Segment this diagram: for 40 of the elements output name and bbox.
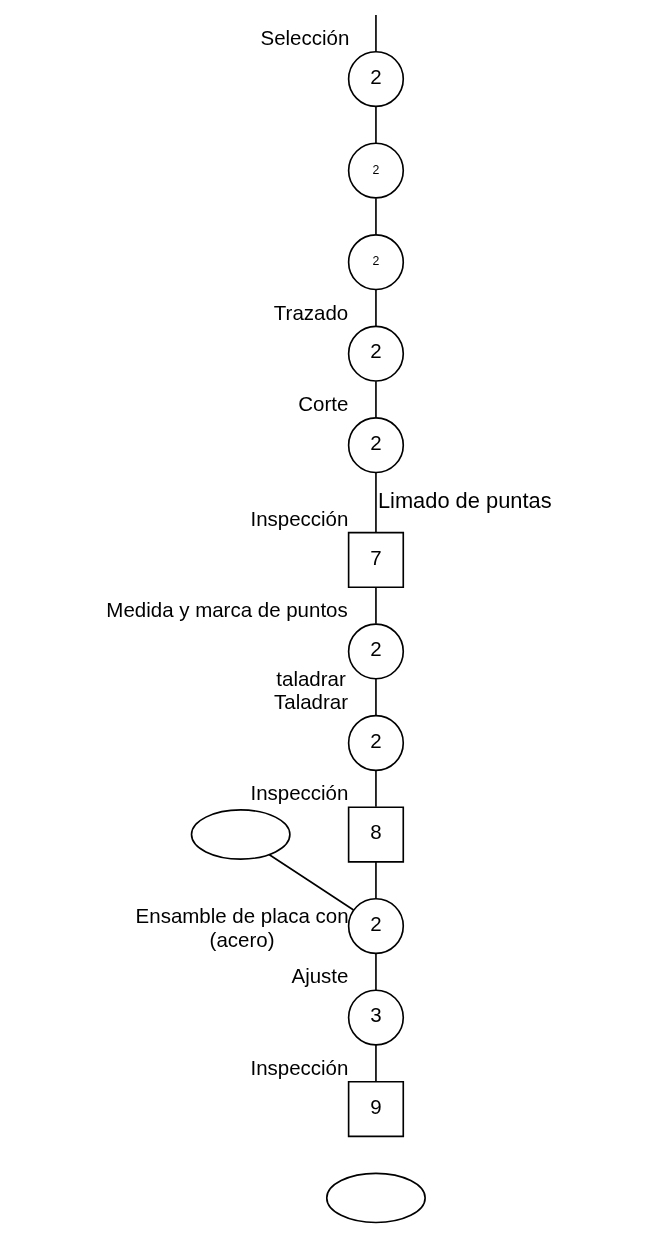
node-ellipse bbox=[190, 809, 291, 860]
node-box: 7 bbox=[347, 531, 405, 589]
connector bbox=[375, 952, 377, 991]
node-label: Medida y marca de puntos bbox=[106, 598, 348, 622]
node-label: Corte bbox=[298, 392, 349, 416]
connector bbox=[375, 105, 377, 144]
node-circle: 2 bbox=[347, 234, 405, 291]
connector bbox=[375, 380, 377, 419]
connector bbox=[375, 861, 377, 900]
connector bbox=[268, 853, 355, 911]
node-label: Ajuste bbox=[291, 964, 349, 988]
node-circle: 2 bbox=[347, 417, 405, 474]
node-circle: 2 bbox=[347, 623, 405, 680]
connector bbox=[375, 586, 377, 625]
node-circle: 3 bbox=[347, 989, 405, 1046]
connector bbox=[375, 678, 377, 717]
node-label: Trazado bbox=[273, 300, 349, 324]
node-label: Ensamble de placa con bbox=[135, 904, 349, 928]
node-ellipse bbox=[325, 1172, 426, 1224]
node-circle: 2 bbox=[347, 897, 405, 955]
edge-label: Limado de puntas bbox=[377, 487, 552, 513]
node-circle: 2 bbox=[347, 142, 405, 199]
node-box: 8 bbox=[347, 806, 405, 863]
node-label: Inspección bbox=[250, 506, 349, 530]
node-box: 9 bbox=[347, 1080, 405, 1138]
connector bbox=[375, 197, 377, 236]
node-label: Inspección bbox=[250, 781, 349, 805]
connector bbox=[375, 288, 377, 327]
node-circle: 2 bbox=[347, 50, 405, 108]
connector bbox=[375, 14, 377, 53]
node-label: (acero) bbox=[209, 927, 275, 951]
connector bbox=[375, 1044, 377, 1083]
node-circle: 2 bbox=[347, 325, 405, 382]
connector bbox=[375, 769, 377, 808]
connector bbox=[375, 471, 377, 534]
node-label: Selección bbox=[260, 25, 350, 49]
node-label: Inspección bbox=[250, 1055, 349, 1079]
node-label: taladrar bbox=[276, 666, 346, 690]
node-circle: 2 bbox=[347, 714, 405, 772]
node-label: Taladrar bbox=[274, 689, 349, 713]
